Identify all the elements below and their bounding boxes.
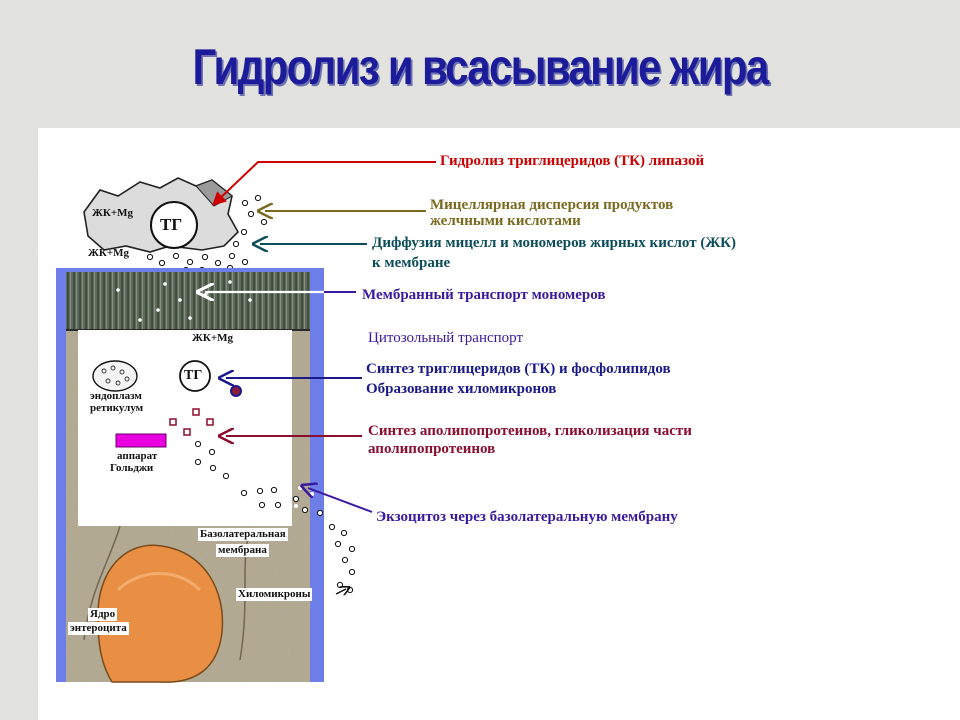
pointer-hydrolysis <box>211 161 436 206</box>
label-hydrolysis: Гидролиз триглицеридов (ТК) липазой <box>440 153 705 169</box>
label-cytosol-transport: Цитозольный транспорт <box>368 330 524 346</box>
nucleus-label-1: Ядро <box>88 608 118 621</box>
tg-inner-label: ТГ <box>184 368 203 383</box>
fa-mg-label-1: ЖК+Mg <box>92 207 134 219</box>
label-membrane-transport: Мембранный транспорт мономеров <box>362 287 606 303</box>
label-micellar-1: Мицеллярная дисперсия продуктов <box>430 197 674 213</box>
golgi-label-2: Гольджи <box>110 462 154 474</box>
label-apo-1: Синтез аполипопротеинов, гликолизация ча… <box>368 423 692 439</box>
nucleus-label-2: энтероцита <box>68 622 129 635</box>
er-label-1: эндоплазм <box>90 390 142 402</box>
basolateral-label-1: Базолатеральная <box>198 528 288 541</box>
label-synthesis-2: Образование хиломикронов <box>366 381 557 397</box>
label-exocytosis: Экзоцитоз через базолатеральную мембрану <box>376 509 678 525</box>
golgi-label-1: аппарат <box>117 450 158 462</box>
fa-mg-label-2: ЖК+Mg <box>88 247 130 259</box>
label-diffusion-1: Диффузия мицелл и мономеров жирных кисло… <box>372 235 737 251</box>
pointer-chylomicrons <box>335 589 346 594</box>
label-synthesis-1: Синтез триглицеридов (ТК) и фосфолипидов <box>366 361 671 377</box>
pointer-exocytosis <box>308 488 373 513</box>
nucleus <box>97 544 224 683</box>
fa-mg-label-3: ЖК+Mg <box>190 332 236 345</box>
tg-droplet-outer <box>150 201 198 249</box>
label-diffusion-2: к мембране <box>372 255 451 271</box>
tg-droplet-inner <box>179 360 211 392</box>
basolateral-label-2: мембрана <box>216 544 269 557</box>
golgi-apparatus <box>115 433 167 448</box>
microvilli-brush-border <box>66 272 310 330</box>
page-title: Гидролиз и всасывание жира <box>192 39 769 95</box>
chylomicrons-label: Хиломикроны <box>236 588 313 601</box>
apolipoprotein-squares <box>169 408 214 436</box>
label-apo-2: аполипопротеинов <box>368 441 496 457</box>
chylomicron-nascent <box>230 385 242 397</box>
er-label-2: ретикулум <box>90 402 144 414</box>
cytosol-area <box>78 330 292 526</box>
tg-outer-label: ТГ <box>160 215 183 234</box>
label-micellar-2: желчными кислотами <box>430 213 581 229</box>
endoplasmic-reticulum <box>92 360 138 392</box>
